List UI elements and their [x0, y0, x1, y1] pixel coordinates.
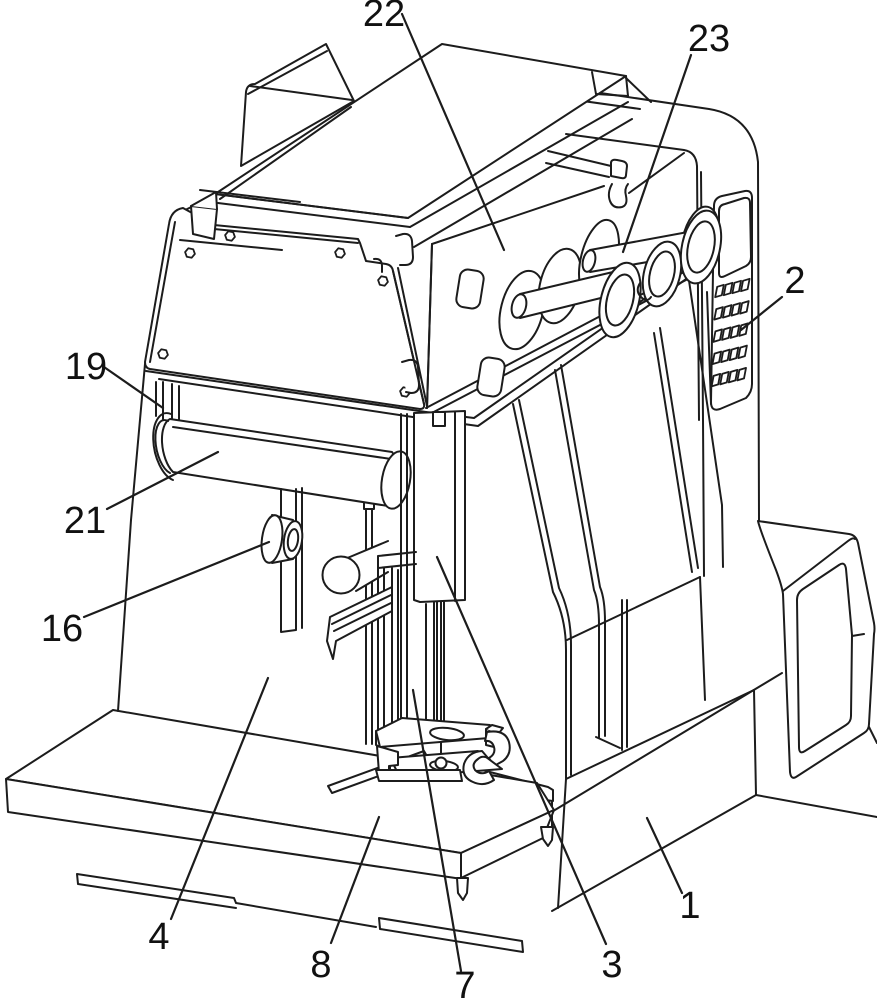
- svg-text:23: 23: [688, 18, 730, 60]
- svg-text:3: 3: [601, 944, 622, 986]
- svg-text:21: 21: [64, 500, 106, 542]
- svg-text:4: 4: [148, 916, 169, 958]
- svg-text:8: 8: [310, 944, 331, 986]
- svg-text:22: 22: [363, 0, 405, 35]
- svg-text:2: 2: [784, 260, 805, 302]
- svg-text:19: 19: [65, 346, 107, 388]
- svg-text:7: 7: [454, 965, 475, 1000]
- svg-text:1: 1: [679, 885, 700, 927]
- svg-text:16: 16: [41, 608, 83, 650]
